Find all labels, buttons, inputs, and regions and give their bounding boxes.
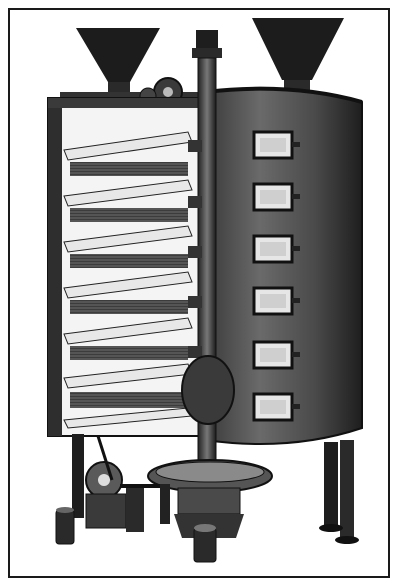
shelf xyxy=(63,225,193,268)
floor-parts xyxy=(55,507,217,563)
left-hopper xyxy=(76,28,160,96)
support-legs xyxy=(72,434,359,544)
bottom-ring-gear xyxy=(147,459,273,538)
access-door xyxy=(252,340,300,370)
central-shaft xyxy=(181,30,235,479)
access-door xyxy=(252,182,300,212)
drying-shelves xyxy=(63,131,193,429)
dryer-shell xyxy=(204,86,363,445)
access-door xyxy=(252,234,300,264)
access-door xyxy=(252,392,300,422)
access-doors xyxy=(252,130,300,422)
bevel-gear-drive xyxy=(85,435,160,532)
shelf xyxy=(63,179,193,222)
shelf xyxy=(63,131,193,176)
shelf xyxy=(63,317,193,360)
right-hopper xyxy=(252,18,344,94)
access-door xyxy=(252,286,300,316)
access-door xyxy=(252,130,300,160)
shelf xyxy=(63,363,193,408)
shelf xyxy=(63,271,193,314)
